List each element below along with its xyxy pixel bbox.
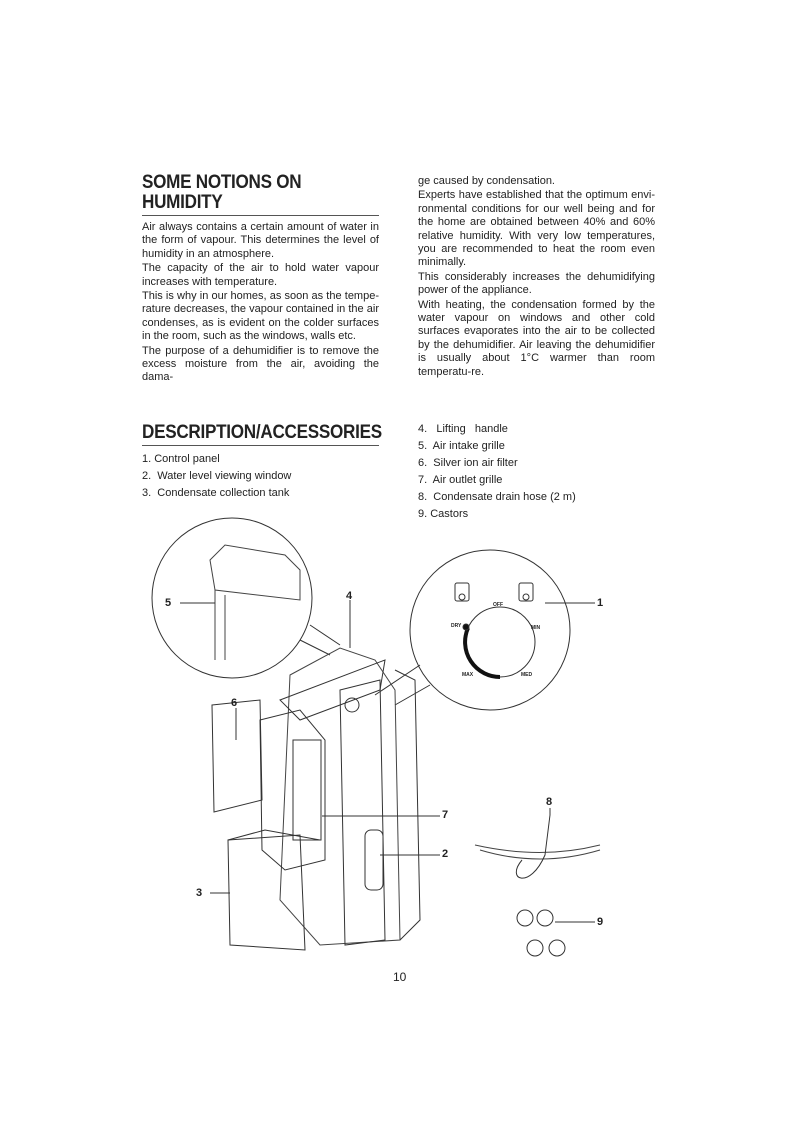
list-item: 6. Silver ion air filter	[418, 457, 518, 469]
callout-6: 6	[231, 697, 238, 709]
callout-9: 9	[597, 916, 604, 928]
list-item: 4. Lifting handle	[418, 423, 508, 435]
paragraph: With heating, the condensation formed by…	[418, 298, 655, 378]
humidity-right-column: ge caused by condensation. Experts have …	[418, 175, 655, 380]
callout-7: 7	[442, 809, 449, 821]
accessories-list-left: 1. Control panel 2. Water level viewing …	[142, 451, 291, 502]
dial-label-max: MAX	[462, 672, 474, 678]
paragraph: This is why in our homes, as soon as the…	[142, 290, 379, 343]
callout-3: 3	[196, 887, 203, 899]
list-item: 9. Castors	[418, 508, 469, 520]
title-rule	[142, 215, 379, 216]
list-item: 7. Air outlet grille	[418, 474, 503, 486]
accessories-list-right: 4. Lifting handle 5. Air intake grille 6…	[418, 421, 576, 523]
paragraph: The purpose of a dehumidifier is to remo…	[142, 344, 379, 384]
paragraph: Experts have established that the optimu…	[418, 189, 655, 269]
callout-5: 5	[165, 597, 172, 609]
title-rule	[142, 445, 379, 446]
list-item: 1. Control panel	[142, 453, 220, 465]
dial-label-med: MED	[521, 672, 533, 678]
water-window	[364, 829, 384, 891]
control-panel-detail-circle	[409, 549, 571, 711]
callout-4: 4	[346, 590, 353, 602]
section-title-description: DESCRIPTION/ACCESSORIES	[142, 422, 382, 443]
dial-label-dry: DRY	[451, 623, 462, 629]
list-item: 5. Air intake grille	[418, 440, 505, 452]
page-number: 10	[393, 970, 407, 984]
dial-label-off: OFF	[493, 602, 503, 608]
paragraph: This considerably increases the dehumidi…	[418, 270, 655, 297]
list-item: 3. Condensate collection tank	[142, 487, 290, 499]
list-item: 8. Condensate drain hose (2 m)	[418, 491, 576, 503]
paragraph: The capacity of the air to hold water va…	[142, 262, 379, 288]
castors	[516, 909, 566, 957]
callout-1: 1	[597, 597, 604, 609]
handle-detail-circle	[151, 517, 313, 679]
paragraph: Air always contains a certain amount of …	[142, 221, 379, 260]
description-heading: DESCRIPTION/ACCESSORIES	[142, 422, 382, 451]
callout-2: 2	[442, 848, 449, 860]
callout-8: 8	[546, 796, 553, 808]
dial-label-min: MIN	[531, 625, 541, 631]
paragraph: ge caused by condensation.	[418, 175, 555, 187]
list-item: 2. Water level viewing window	[142, 470, 292, 482]
